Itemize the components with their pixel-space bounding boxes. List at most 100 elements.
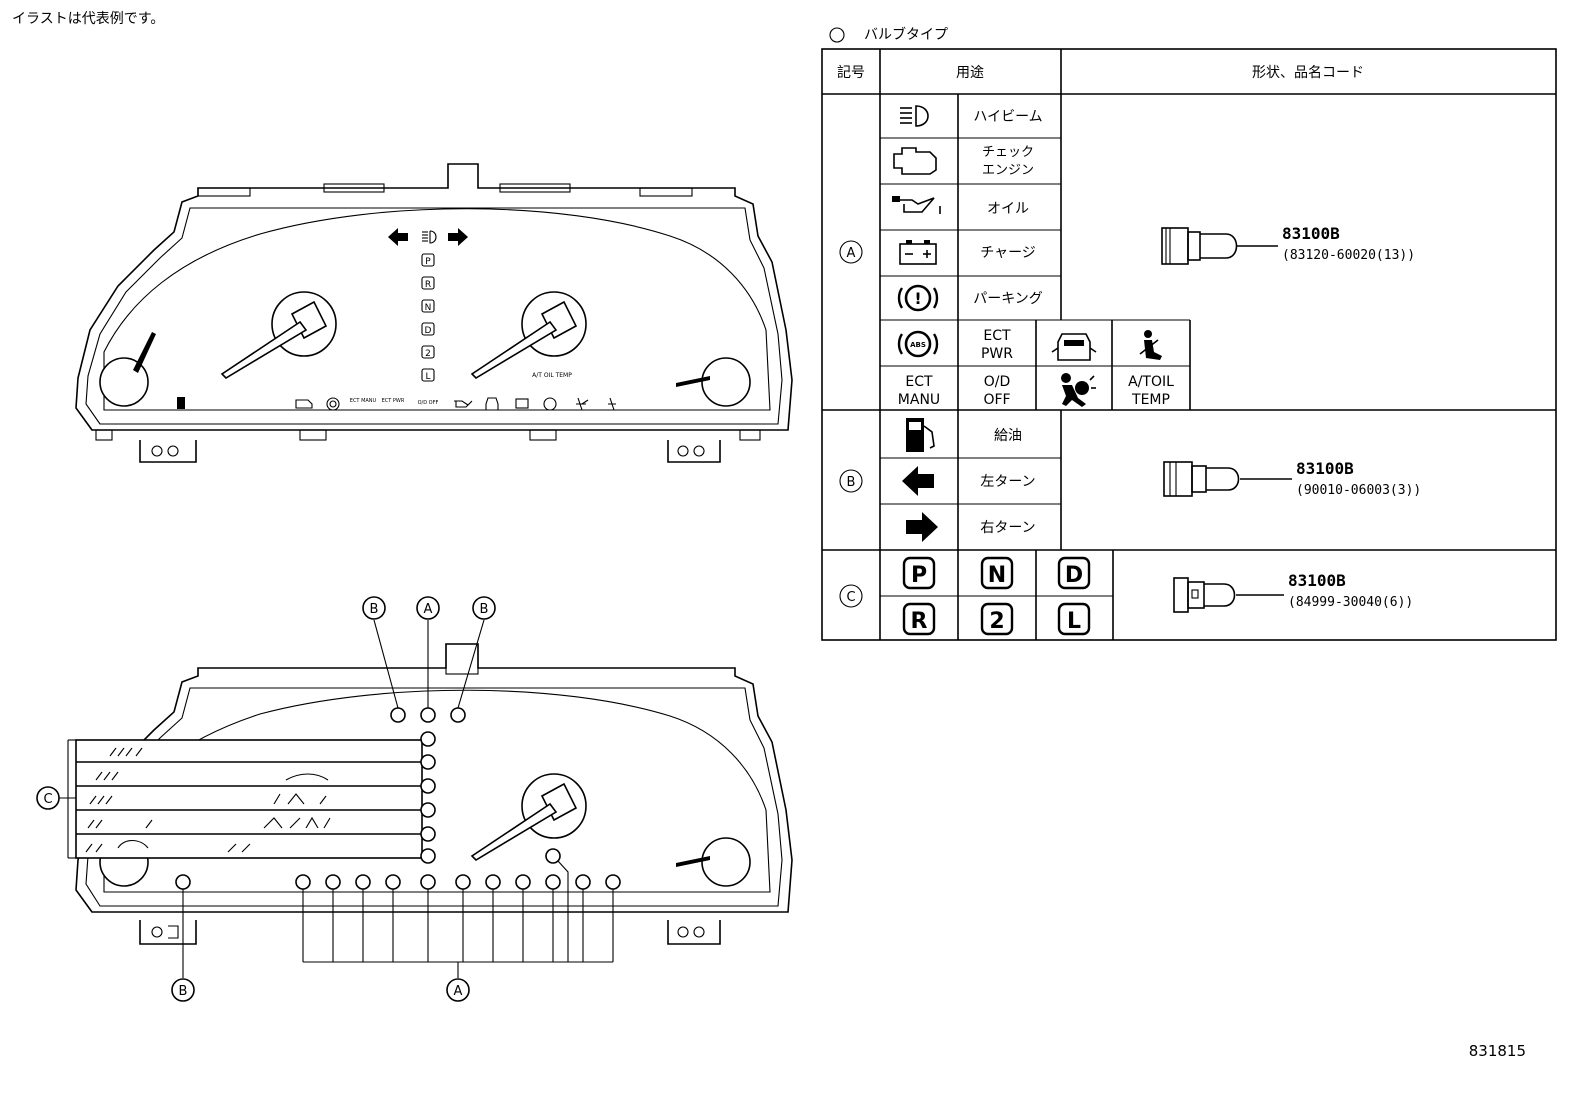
label-left-turn: 左ターン [980, 474, 1035, 490]
label-ect-pwr-1: ECT [983, 328, 1011, 344]
front-gear-r: R [425, 280, 431, 290]
right-turn-arrow-icon [906, 512, 938, 542]
fuel-icon [906, 418, 935, 452]
label-check-engine-2: エンジン [982, 163, 1034, 178]
label-check-engine-1: チェック [982, 145, 1034, 160]
header-symbol: 記号 [837, 64, 865, 81]
abs-icon: ABS [897, 330, 939, 358]
callout-top-a [416, 596, 440, 620]
label-fuel: 給油 [994, 428, 1022, 444]
front-high-beam-icon [422, 230, 437, 244]
front-door-icon [485, 397, 499, 411]
front-gear-d: D [425, 326, 432, 336]
gear-n-icon: N [980, 556, 1014, 590]
gear-n-label: N [988, 563, 1006, 588]
svg-text:ABS: ABS [910, 341, 926, 349]
gear-d-icon: D [1057, 556, 1091, 590]
symbol-c-label: C [846, 590, 855, 605]
callout-left-c-label: C [43, 792, 52, 807]
bulb-b-icon [1163, 461, 1292, 497]
header-shape-code: 形状、品名コード [1252, 65, 1364, 81]
check-engine-icon [893, 147, 937, 175]
gear-l-icon: L [1057, 602, 1091, 636]
part-code-b: (90010-06003(3)) [1296, 483, 1421, 498]
part-name-a: 83100B [1282, 224, 1340, 243]
gear-2-icon: 2 [980, 602, 1014, 636]
part-code-c: (84999-30040(6)) [1288, 595, 1413, 610]
part-name-b: 83100B [1296, 459, 1354, 478]
callout-bottom-b [171, 978, 195, 1002]
symbol-c [839, 584, 863, 608]
callout-top-b-right [472, 596, 496, 620]
bulb-c-icon [1173, 577, 1284, 613]
front-ect-pwr-label: ECT PWR [382, 398, 405, 404]
bulb-type-table: バルブタイプ 記号 用途 形状、品名コード A ハイ [821, 26, 1557, 641]
front-fuel-icon [177, 397, 185, 409]
oil-icon [892, 196, 941, 214]
charge-battery-icon [899, 240, 937, 265]
front-charge-icon [515, 398, 529, 409]
gear-2-label: 2 [989, 609, 1004, 634]
callout-bottom-a [446, 978, 470, 1002]
front-at-oil-temp-label: A/T OIL TEMP [532, 372, 572, 379]
gear-r-icon: R [902, 602, 936, 636]
label-ect-manu-2: MANU [898, 392, 940, 408]
label-ect-pwr-2: PWR [981, 346, 1013, 362]
gear-p-label: P [911, 563, 927, 588]
left-turn-arrow-icon [902, 466, 934, 496]
front-warning-icons-row: ECT MANU ECT PWR O/D OFF [177, 397, 616, 411]
front-ect-manu-label: ECT MANU [350, 398, 377, 404]
front-seatbelt-icon [608, 397, 616, 411]
label-at-oil-2: TEMP [1131, 392, 1170, 408]
label-charge: チャージ [980, 245, 1036, 261]
label-at-oil-1: A/TOIL [1128, 374, 1174, 390]
callout-bottom-a-label: A [454, 984, 463, 999]
front-abs-icon [326, 397, 340, 411]
part-name-c: 83100B [1288, 571, 1346, 590]
label-high-beam: ハイビーム [973, 109, 1042, 125]
legend-title: バルブタイプ [864, 26, 948, 43]
illustration-note: イラストは代表例です。 [12, 11, 164, 27]
front-parking-icon [543, 397, 557, 411]
header-usage: 用途 [956, 64, 984, 81]
cluster-rear-view: B A B C [36, 596, 793, 1002]
airbag-icon [1061, 373, 1096, 407]
gear-p-icon: P [902, 556, 936, 590]
front-airbag-icon [576, 397, 589, 411]
cluster-front-view: A/T OIL TEMP P R N D 2 L [75, 163, 793, 463]
bulb-a-icon [1161, 227, 1278, 265]
front-gear-l: L [425, 372, 430, 382]
high-beam-icon [900, 105, 929, 127]
part-code-a: (83120-60020(13)) [1282, 248, 1415, 263]
gear-l-label: L [1067, 609, 1081, 634]
parking-brake-icon: ! [897, 284, 939, 312]
label-od-off-1: O/D [984, 374, 1011, 390]
callout-top-a-label: A [424, 602, 433, 617]
label-od-off-2: OFF [983, 392, 1010, 408]
front-gear-2: 2 [425, 349, 431, 359]
symbol-a [839, 240, 863, 264]
label-ect-manu-1: ECT [905, 374, 933, 390]
label-oil: オイル [987, 201, 1029, 217]
gear-r-label: R [911, 609, 928, 634]
front-gear-indicators: P R N D 2 L [421, 253, 435, 382]
label-right-turn: 右ターン [980, 520, 1035, 536]
door-open-icon [1051, 333, 1097, 361]
front-od-off-label: O/D OFF [418, 400, 439, 406]
callout-top-b-left-label: B [370, 602, 379, 617]
front-left-turn-icon [388, 228, 408, 246]
front-gear-p: P [425, 257, 431, 267]
symbol-a-label: A [847, 246, 856, 261]
gear-d-label: D [1065, 563, 1083, 588]
rear-gear-socket-bands [75, 739, 423, 859]
front-right-turn-icon [448, 228, 468, 246]
label-parking: パーキング [973, 291, 1043, 307]
callout-bottom-b-label: B [179, 984, 188, 999]
symbol-b [839, 469, 863, 493]
svg-text:!: ! [914, 289, 921, 308]
seatbelt-icon [1139, 330, 1162, 360]
callout-top-b-right-label: B [480, 602, 489, 617]
front-check-engine-icon [295, 399, 313, 409]
front-gear-n: N [425, 303, 432, 313]
